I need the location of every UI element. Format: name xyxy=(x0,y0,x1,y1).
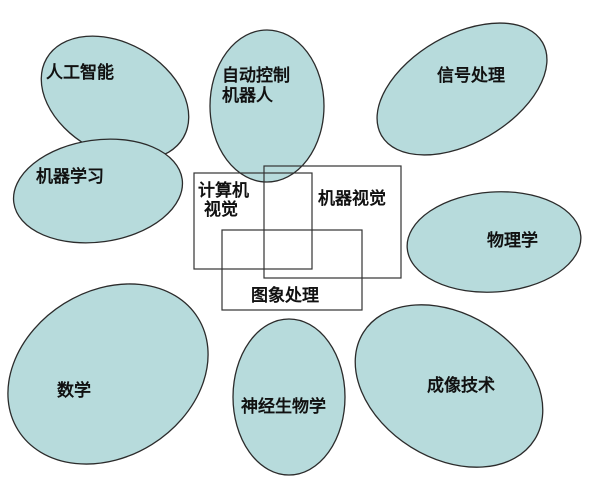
ellipse-imaging xyxy=(354,304,544,468)
ellipse-math xyxy=(7,283,209,465)
ellipse-neurobiology xyxy=(232,318,346,476)
label-physics: 物理学 xyxy=(487,231,538,251)
ellipse-physics xyxy=(406,191,582,293)
box-image-processing xyxy=(221,229,363,311)
label-computer-vision-2: 视觉 xyxy=(204,200,238,220)
ellipse-auto-control xyxy=(209,29,325,183)
label-imaging: 成像技术 xyxy=(427,376,495,396)
label-machine-vision: 机器视觉 xyxy=(318,189,386,209)
box-computer-vision xyxy=(193,172,313,270)
ellipse-signal-processing xyxy=(376,22,548,156)
label-ai: 人工智能 xyxy=(46,63,114,83)
label-math: 数学 xyxy=(57,381,91,401)
label-computer-vision: 计算机 xyxy=(198,181,249,201)
box-machine-vision xyxy=(263,165,402,279)
label-auto-control: 自动控制 xyxy=(222,66,290,86)
label-image-processing: 图象处理 xyxy=(251,286,319,306)
label-machine-learning: 机器学习 xyxy=(36,167,104,187)
label-signal-processing: 信号处理 xyxy=(437,66,505,86)
label-robot: 机器人 xyxy=(222,86,273,106)
ellipse-machine-learning xyxy=(12,138,184,244)
label-neurobiology: 神经生物学 xyxy=(241,397,326,417)
